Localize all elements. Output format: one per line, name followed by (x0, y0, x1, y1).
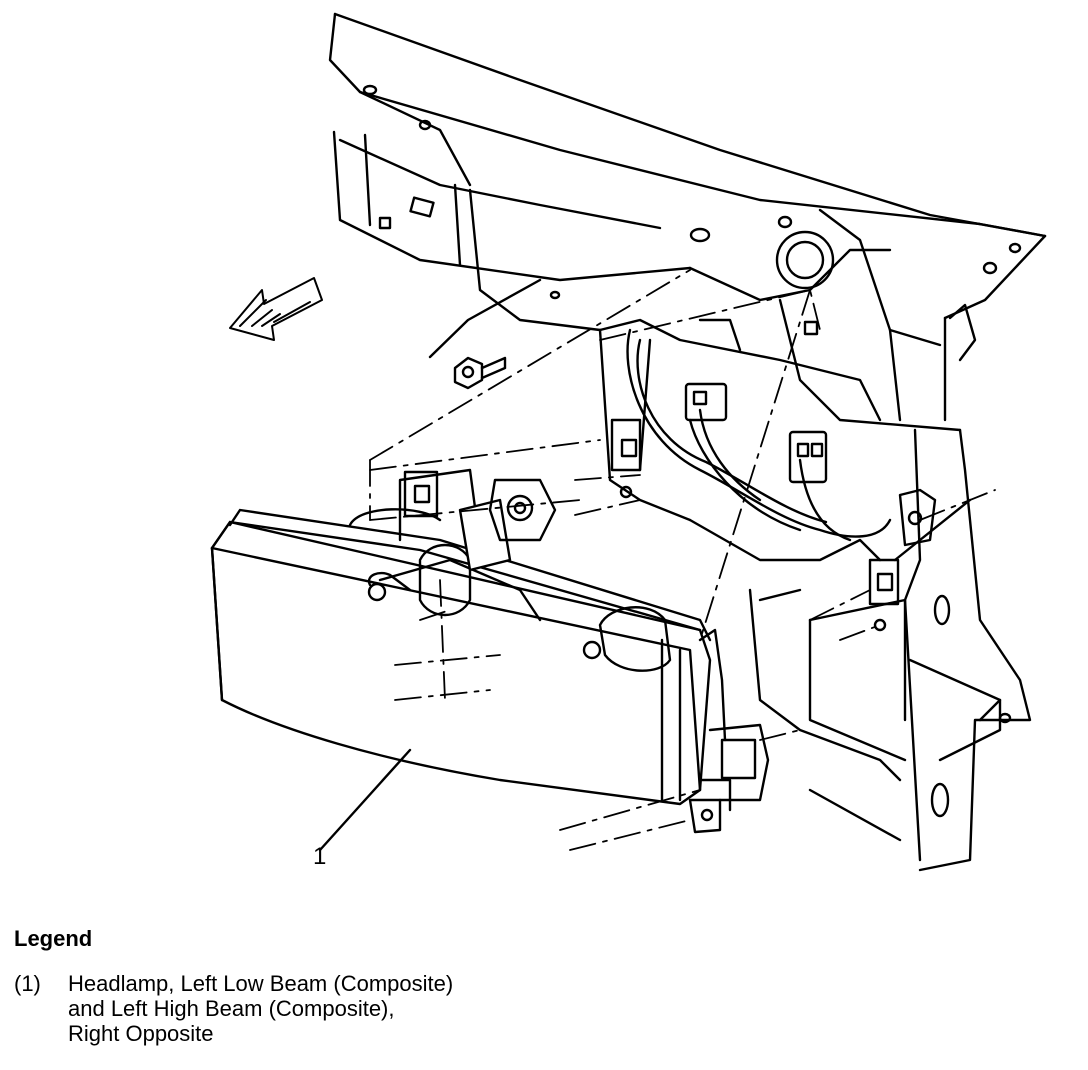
legend-item: (1) Headlamp, Left Low Beam (Composite) … (14, 971, 1074, 1047)
legend: Legend (1) Headlamp, Left Low Beam (Comp… (14, 926, 1074, 1047)
fender-bracket (893, 428, 1032, 872)
legend-item-number: (1) (14, 971, 41, 996)
legend-item-description: Headlamp, Left Low Beam (Composite) and … (68, 971, 454, 1047)
headlamp-exploded-view-illustration (210, 12, 1047, 872)
alignment-lines (369, 269, 996, 851)
wiring-harness (626, 328, 937, 547)
legend-item-line: and Left High Beam (Composite), (68, 995, 395, 1021)
mounting-bolt (428, 278, 542, 390)
headlamp-assembly (210, 468, 770, 852)
legend-item-line: Headlamp, Left Low Beam (Composite) (68, 971, 454, 996)
callout-number: 1 (313, 843, 327, 870)
radiator-support-frame (328, 12, 1047, 432)
front-direction-arrow (229, 277, 323, 341)
legend-title: Legend (14, 926, 93, 951)
headlamp-mounting-panel (598, 318, 907, 842)
legend-item-line: Right Opposite (68, 1020, 214, 1046)
